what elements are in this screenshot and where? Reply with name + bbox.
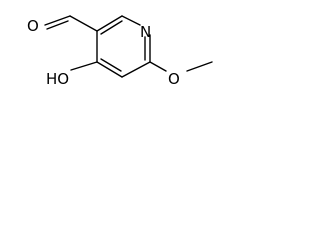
bond-cho-o — [44, 15, 71, 26]
bond-c6-c5 — [121, 61, 151, 78]
ether-oxygen-label: O — [168, 70, 180, 88]
ring-nitrogen-label: N — [140, 23, 151, 41]
bond-c2-n1 — [121, 15, 141, 26]
bond-c3-c2 — [96, 15, 123, 32]
bond-c3-c2-inner — [100, 20, 123, 35]
bond-o-ch3 — [186, 61, 213, 72]
bond-c6-o — [149, 61, 167, 72]
aldehyde-oxygen-label: O — [27, 17, 39, 35]
molecule-structure: O N HO O — [27, 15, 213, 88]
bond-c5-c4-inner — [100, 58, 122, 72]
bond-c5-c4 — [96, 61, 123, 78]
bond-c3-cho — [69, 15, 98, 32]
structure-canvas: O N HO O — [0, 0, 218, 92]
bond-c4-oh — [70, 61, 98, 71]
bond-cho-o-inner — [46, 20, 69, 30]
hydroxy-label: HO — [46, 70, 69, 88]
